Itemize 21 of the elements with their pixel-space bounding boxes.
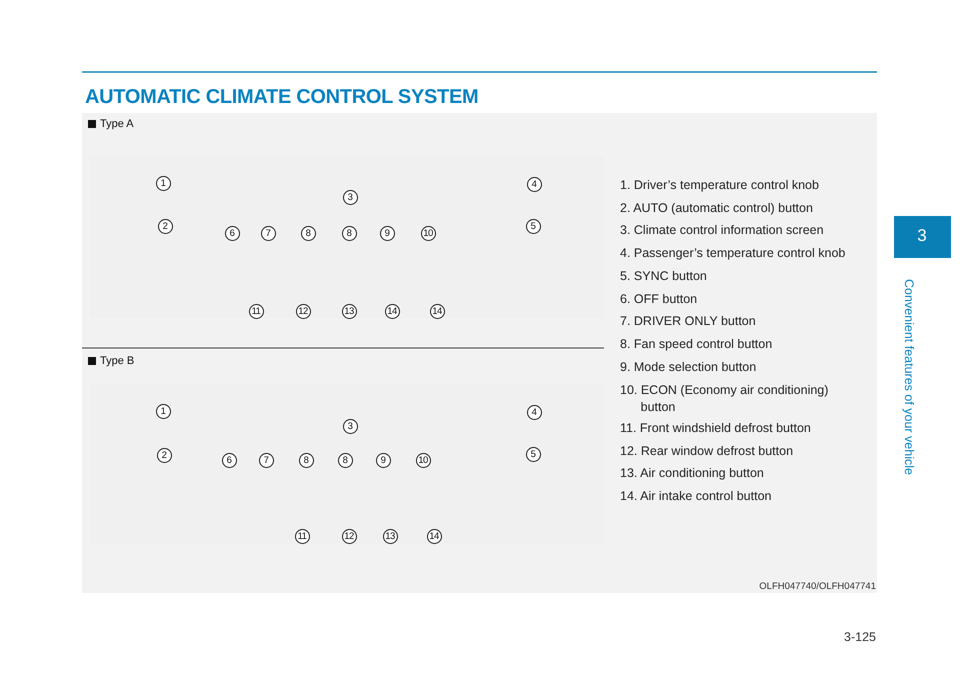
legend-item: 8. Fan speed control button — [620, 336, 772, 351]
chapter-number: 3 — [916, 226, 928, 246]
legend-item: 14. Air intake control button — [620, 489, 772, 504]
page-title: AUTOMATIC CLIMATE CONTROL SYSTEM — [85, 86, 478, 109]
image-code: OLFH047740/OLFH047741 — [758, 581, 876, 592]
legend-item: 11. Front windshield defrost button — [620, 421, 811, 435]
legend-item: 13. Air conditioning button — [620, 466, 764, 480]
legend-item: 6. OFF button — [620, 292, 698, 306]
section-label: Type B — [100, 355, 134, 367]
legend-item: 12. Rear window defrost button — [620, 444, 794, 458]
section-label: Type A — [100, 118, 134, 130]
legend-item: 4. Passenger’s temperature control knob — [620, 246, 846, 260]
legend-item: 2. AUTO (automatic control) button — [620, 200, 813, 215]
legend-item: 9. Mode selection button — [620, 360, 756, 374]
legend-item: 1. Driver’s temperature control knob — [620, 178, 819, 192]
page-number: 3-125 — [843, 630, 876, 644]
legend-item: 5. SYNC button — [620, 268, 707, 283]
chapter-title: Convenient features of your vehicle — [902, 278, 916, 477]
legend-item: 10. ECON (Economy air conditioning) button — [620, 382, 830, 416]
legend-item: 7. DRIVER ONLY button — [620, 314, 756, 328]
legend-item: 3. Climate control information screen — [620, 223, 824, 238]
